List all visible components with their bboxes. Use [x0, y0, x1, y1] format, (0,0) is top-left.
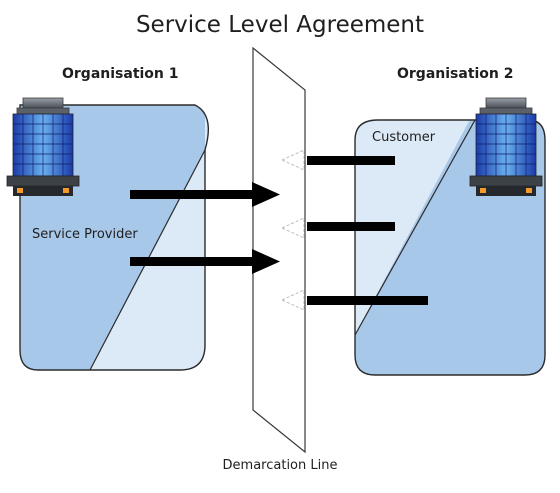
organisation-2-label: Organisation 2: [397, 66, 514, 82]
organisation-1-label: Organisation 1: [62, 66, 179, 82]
demarcation-line-label: Demarcation Line: [222, 458, 338, 473]
customer-bar-2: [307, 222, 395, 231]
service-provider-label: Service Provider: [32, 227, 138, 242]
provider-arrow-1: [130, 182, 280, 207]
office-building-icon: [469, 97, 543, 197]
customer-label: Customer: [372, 130, 436, 145]
ghost-arrowheads: [280, 149, 305, 311]
demarcation-plane: [252, 46, 306, 454]
office-building-icon: [6, 97, 80, 197]
provider-arrow-2: [130, 249, 280, 274]
customer-bar-3: [307, 296, 428, 305]
customer-bar-1: [307, 156, 395, 165]
diagram-title: Service Level Agreement: [135, 12, 425, 38]
